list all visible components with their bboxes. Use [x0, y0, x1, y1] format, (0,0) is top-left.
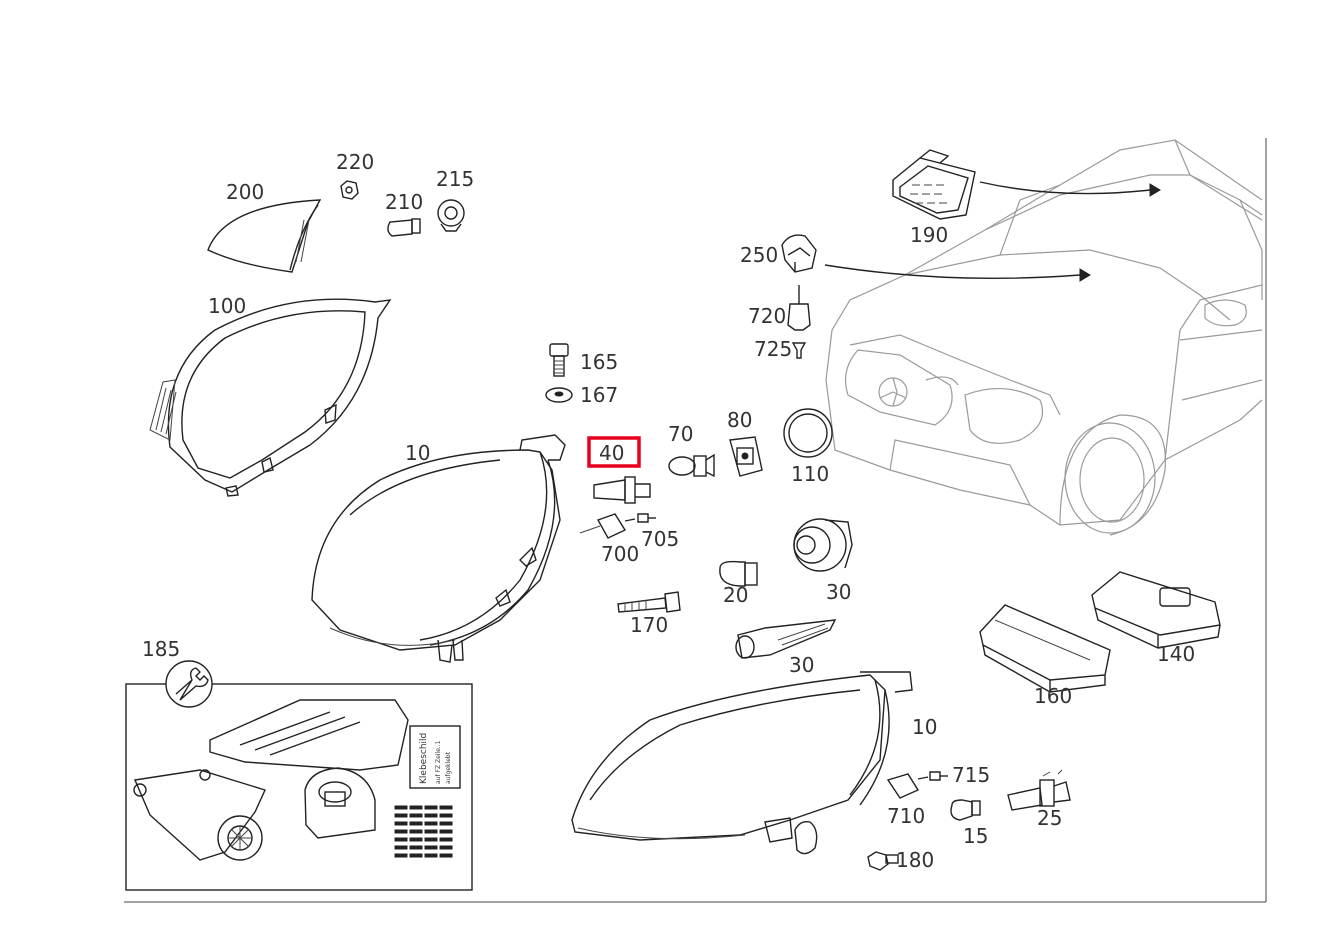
label-180: 180 [896, 848, 934, 872]
label-170: 170 [630, 613, 668, 637]
part-10-headlight-top[interactable] [311, 434, 601, 663]
label-30-lower: 30 [789, 653, 814, 677]
sticker-line2: aufgeklebt [445, 751, 452, 784]
arrowhead-190 [1149, 183, 1161, 197]
label-250: 250 [740, 243, 778, 267]
label-215: 215 [436, 167, 474, 191]
label-167: 167 [580, 383, 618, 407]
arrow-190 [979, 181, 1151, 195]
label-70: 70 [668, 422, 693, 446]
label-725: 725 [754, 337, 792, 361]
part-30-socket-upper[interactable] [793, 518, 853, 572]
part-40-bulb[interactable] [593, 476, 651, 504]
label-140: 140 [1157, 642, 1195, 666]
part-215-socket[interactable] [437, 199, 465, 232]
part-165-screw[interactable] [549, 343, 569, 377]
part-180-screw[interactable] [867, 851, 899, 871]
sticker-title: Klebeschild [419, 733, 429, 784]
label-160: 160 [1034, 684, 1072, 708]
part-210-bulb[interactable] [387, 218, 421, 237]
vehicle-outline [825, 139, 1263, 536]
sticker-label: Klebeschild auf FZ Zeile..1 aufgeklebt [409, 725, 461, 789]
highlight-box-40 [587, 436, 641, 468]
part-190-module[interactable] [892, 149, 976, 220]
wrench-icon[interactable] [165, 660, 213, 708]
label-10-top: 10 [405, 441, 430, 465]
part-25-bulb[interactable] [1007, 769, 1071, 811]
sticker-strips [394, 805, 453, 858]
label-720: 720 [748, 304, 786, 328]
sticker-line1: auf FZ Zeile..1 [435, 740, 442, 784]
part-140-ballast[interactable] [1091, 571, 1221, 649]
tool-assembly [133, 699, 409, 861]
part-100-frame[interactable] [149, 298, 392, 497]
label-15: 15 [963, 824, 988, 848]
label-210: 210 [385, 190, 423, 214]
label-710: 710 [887, 804, 925, 828]
label-40[interactable]: 40 [599, 441, 624, 465]
label-100: 100 [208, 294, 246, 318]
label-220: 220 [336, 150, 374, 174]
part-15-bulb[interactable] [950, 799, 981, 821]
part-220-nut[interactable] [340, 180, 359, 200]
part-10-headlight-bottom[interactable] [571, 671, 913, 855]
label-110: 110 [791, 462, 829, 486]
part-700-lamp[interactable] [596, 513, 636, 539]
label-20: 20 [723, 583, 748, 607]
label-700: 700 [601, 542, 639, 566]
part-30-socket-lower[interactable] [735, 619, 837, 659]
part-725-bulb[interactable] [791, 342, 807, 359]
part-715-bulb[interactable] [929, 771, 948, 781]
label-10-bottom: 10 [912, 715, 937, 739]
label-30-upper: 30 [826, 580, 851, 604]
part-185-tool-box[interactable] [125, 683, 473, 891]
arrow-250 [824, 264, 1081, 280]
part-70-bulb[interactable] [668, 453, 715, 478]
part-80-socket[interactable] [729, 436, 763, 477]
part-160-control[interactable] [979, 604, 1111, 693]
part-200-cover[interactable] [207, 199, 322, 273]
part-167-washer[interactable] [545, 387, 573, 403]
label-705: 705 [641, 527, 679, 551]
label-715: 715 [952, 763, 990, 787]
part-705-bulb[interactable] [637, 513, 656, 523]
label-165: 165 [580, 350, 618, 374]
label-25: 25 [1037, 806, 1062, 830]
label-190: 190 [910, 223, 948, 247]
part-170-bolt[interactable] [617, 591, 681, 613]
label-200: 200 [226, 180, 264, 204]
arrowhead-250 [1079, 268, 1091, 282]
part-720-lamp[interactable] [787, 285, 811, 331]
part-20-bulb[interactable] [719, 560, 758, 587]
label-185: 185 [142, 637, 180, 661]
part-110-cap[interactable] [783, 408, 833, 458]
part-710-lamp[interactable] [886, 773, 929, 799]
part-250-connector[interactable] [781, 234, 817, 273]
label-80: 80 [727, 408, 752, 432]
